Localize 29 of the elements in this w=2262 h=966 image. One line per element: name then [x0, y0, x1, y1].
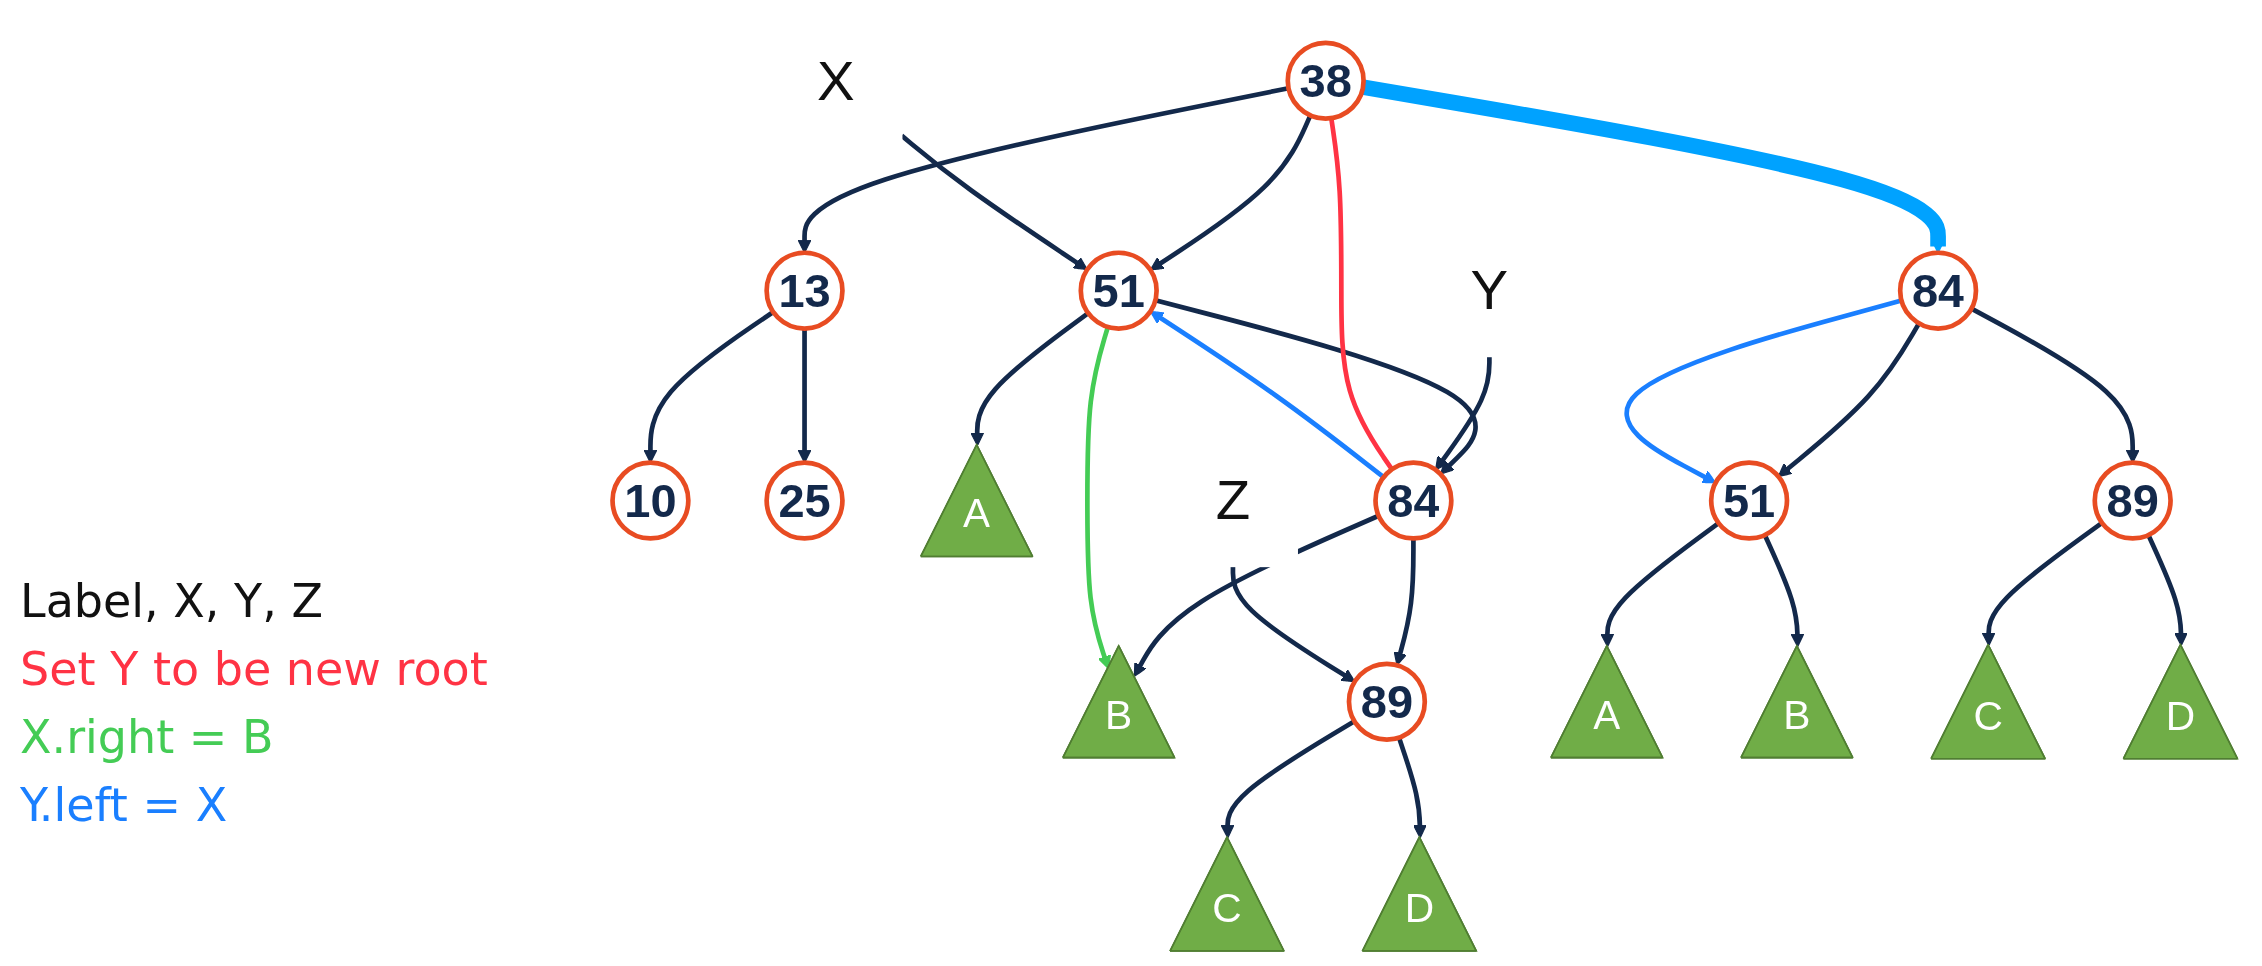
- handwritten-note: X.right = B: [20, 710, 275, 764]
- arrow: [2146, 534, 2188, 647]
- arrow: [1149, 114, 1313, 271]
- handwritten-note: Label, X, Y, Z: [20, 574, 324, 628]
- arrow: [1777, 322, 1921, 478]
- node-circle: 89: [2092, 460, 2173, 541]
- arrow: [1435, 356, 1492, 471]
- arrow: [1085, 326, 1112, 670]
- arrow: [1149, 310, 1385, 480]
- node-circle: 38: [1285, 40, 1366, 121]
- arrow: [970, 311, 1090, 447]
- arrow: [1133, 513, 1380, 677]
- node-text: X: [817, 47, 855, 113]
- node-circle: 10: [610, 460, 691, 541]
- arrow: [1762, 534, 1805, 648]
- node-text: Y: [1470, 257, 1509, 322]
- arrow: [1981, 520, 2104, 647]
- arrow: [1220, 719, 1356, 839]
- arrow: [1230, 566, 1356, 683]
- node-circle: 25: [764, 460, 845, 541]
- node-circle: 84: [1897, 250, 1979, 331]
- node-circle: 51: [1708, 460, 1790, 541]
- node-circle: 89: [1346, 661, 1428, 742]
- handwritten-note: Y.left = X: [20, 778, 229, 832]
- node-circle: 51: [1078, 250, 1159, 331]
- node-circle: 13: [764, 250, 845, 331]
- arrow: [1600, 521, 1720, 648]
- handwritten-note: Set Y to be new root: [20, 642, 489, 696]
- node-circle: 84: [1373, 460, 1454, 541]
